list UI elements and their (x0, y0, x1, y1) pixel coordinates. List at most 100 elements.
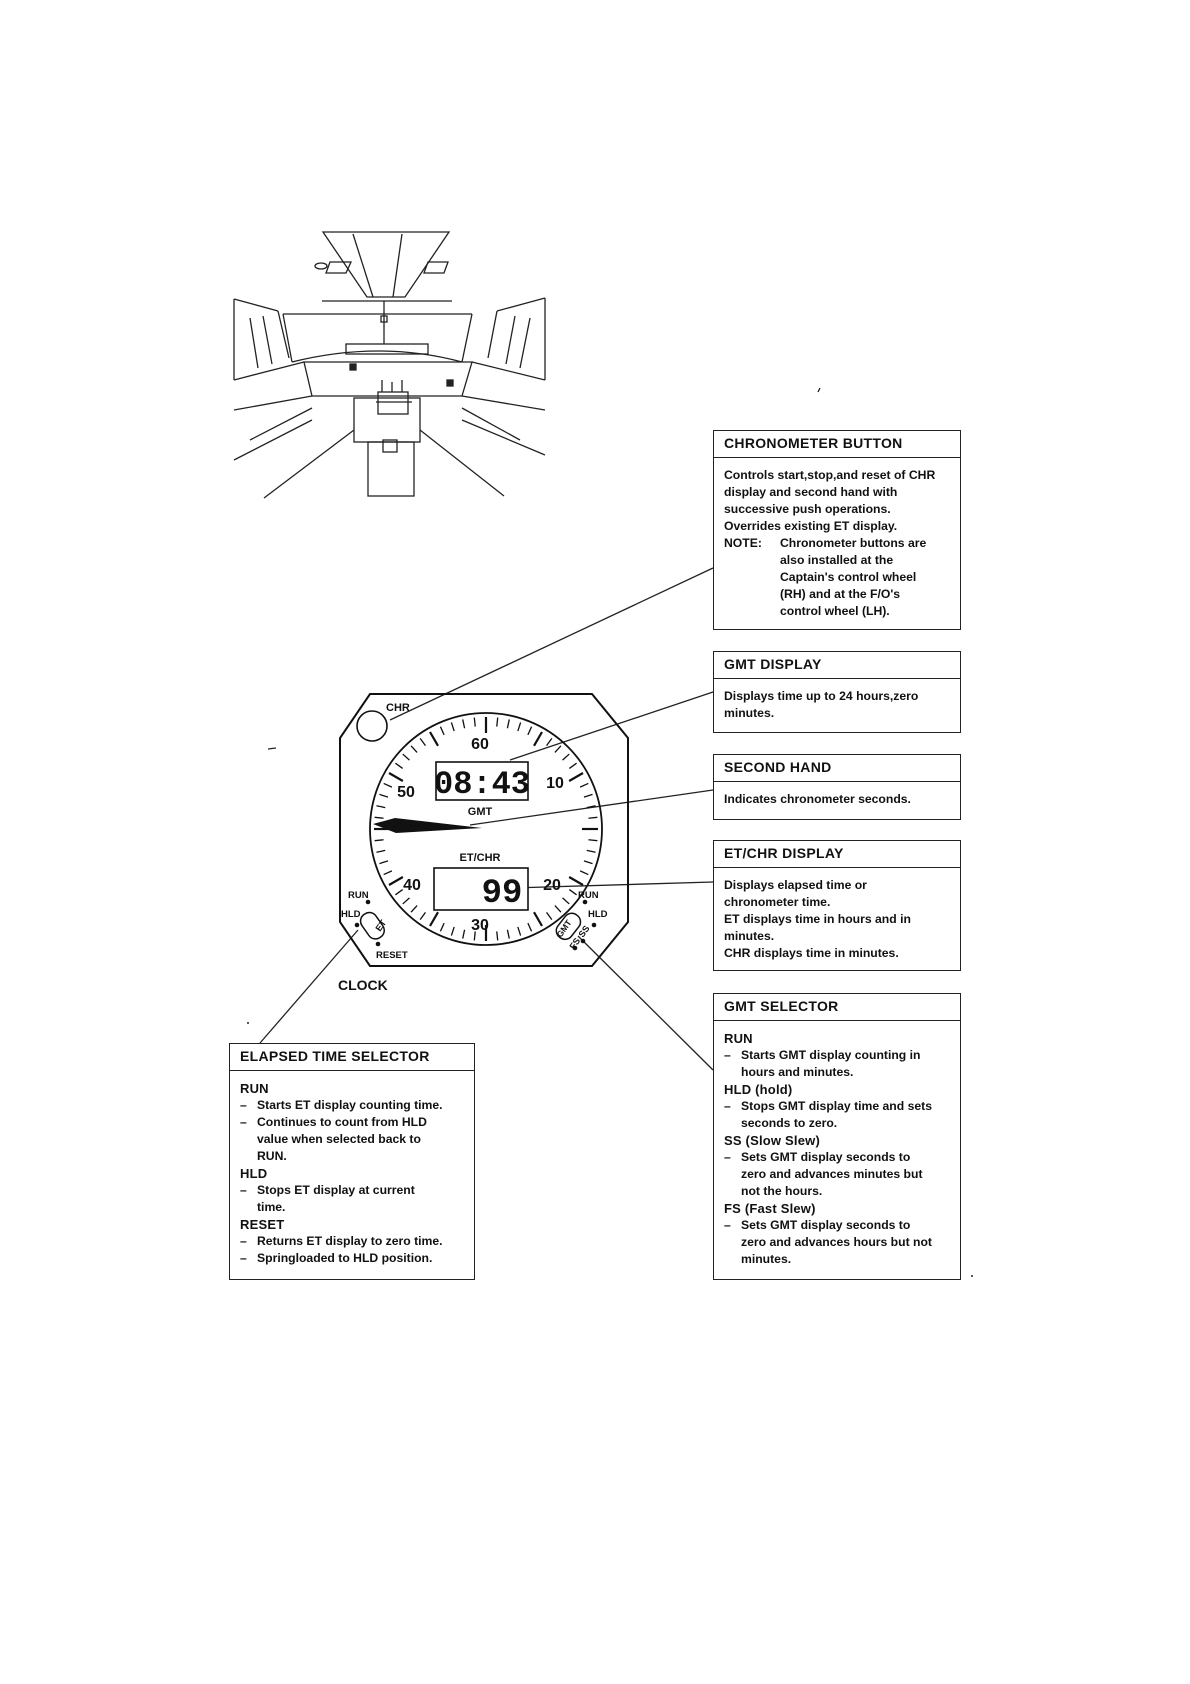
dial-minor-tick (588, 839, 598, 842)
note-line: also installed at the (780, 553, 894, 567)
leader-second-hand (469, 789, 714, 826)
callout-title: ELAPSED TIME SELECTOR (230, 1044, 474, 1071)
option-line: Springloaded to HLD position. (257, 1251, 433, 1265)
dial-minor-tick (395, 889, 404, 896)
gmt-label: GMT (468, 806, 493, 818)
leader-lines (259, 567, 714, 1071)
gmt-knob-run-label: RUN (578, 890, 599, 901)
callout-gmt-selector: GMT SELECTOR RUN – Starts GMT display co… (713, 993, 961, 1280)
dial-minor-tick (568, 889, 577, 896)
dial-minor-tick (439, 922, 445, 932)
dial-minor-tick (419, 738, 426, 747)
option-line: Continues to count from HLD (257, 1115, 427, 1129)
dial-major-tick (388, 876, 404, 886)
dial-minor-tick (554, 745, 562, 753)
callout-line: minutes. (724, 929, 775, 943)
et-knob-reset-label: RESET (376, 950, 408, 961)
dial-minor-tick (383, 870, 393, 876)
clock-bezel (339, 693, 629, 967)
second-hand (373, 818, 482, 833)
callout-line: Overrides existing ET display. (724, 519, 898, 533)
dial-minor-tick (527, 922, 533, 932)
gmt-display (435, 761, 529, 801)
clock-instrument: CHR 60 10 20 30 40 50 08:43 GMT ET/CHR 9… (338, 693, 629, 993)
dial-minor-tick (588, 816, 598, 819)
dial-minor-tick (410, 905, 418, 913)
dial-minor-tick (583, 860, 593, 865)
dial-minor-tick (379, 860, 389, 865)
dial-major-tick (429, 911, 439, 927)
option-reset: RESET (240, 1217, 285, 1232)
option-line: seconds to zero. (741, 1116, 838, 1130)
dial-minor-tick (568, 762, 577, 769)
option-line: hours and minutes. (741, 1065, 854, 1079)
cockpit-sketch (233, 231, 821, 499)
dial-minor-tick (546, 738, 553, 747)
leader-gmt-display (509, 691, 714, 761)
chr-button[interactable] (356, 710, 388, 742)
callout-title: ET/CHR DISPLAY (714, 841, 960, 868)
dial-minor-tick (527, 726, 533, 736)
dial-major-tick (388, 772, 404, 782)
note-line: control wheel (LH). (780, 604, 890, 618)
callout-line: display and second hand with (724, 485, 898, 499)
leader-elapsed-time-selector (259, 929, 359, 1044)
dial-minor-tick (462, 719, 466, 729)
et-chr-label: ET/CHR (460, 852, 501, 864)
dial-major-tick (533, 911, 543, 927)
option-line: Stops GMT display time and sets (741, 1099, 932, 1113)
dial-minor-tick (462, 929, 466, 939)
dial-minor-tick (419, 911, 426, 920)
dial-major-tick (429, 731, 439, 747)
et-chr-display (433, 867, 529, 911)
note-label: NOTE: (724, 536, 762, 550)
dial-minor-tick (473, 717, 476, 727)
option-hld: HLD (240, 1166, 268, 1181)
callout-title: GMT DISPLAY (714, 652, 960, 679)
dial-minor-tick (450, 722, 455, 732)
gmt-selector-knob[interactable]: GMT (553, 899, 597, 951)
dial-minor-tick (376, 805, 386, 809)
callout-line: successive push operations. (724, 502, 891, 516)
dial-minor-tick (554, 905, 562, 913)
option-line: Stops ET display at current (257, 1183, 415, 1197)
dial-minor-tick (473, 931, 476, 941)
dial-minor-tick (586, 805, 596, 809)
dial-minor-tick (586, 849, 596, 853)
et-knob-hld-label: HLD (341, 909, 361, 920)
dial-minor-tick (579, 782, 589, 788)
dial-number-60: 60 (471, 736, 489, 753)
dial-minor-tick (517, 722, 522, 732)
note-line: Chronometer buttons are (780, 536, 927, 550)
dial-major-tick (568, 876, 584, 886)
dial-minor-tick (546, 911, 553, 920)
et-chr-digits: 99 (482, 875, 523, 913)
clock-caption: CLOCK (338, 977, 388, 993)
dial-minor-tick (439, 726, 445, 736)
callout-line: minutes. (724, 706, 775, 720)
callout-line: CHR displays time in minutes. (724, 946, 899, 960)
leader-et-chr-display (511, 881, 714, 889)
dial-number-10: 10 (546, 775, 564, 792)
option-line: Starts ET display counting time. (257, 1098, 443, 1112)
dial-minor-tick (562, 753, 570, 761)
option-line: not the hours. (741, 1184, 823, 1198)
dial-number-30: 30 (471, 917, 489, 934)
callout-line: Indicates chronometer seconds. (724, 792, 911, 806)
dial-minor-tick (383, 782, 393, 788)
option-ss: SS (Slow Slew) (724, 1133, 820, 1148)
option-line: Sets GMT display seconds to (741, 1150, 911, 1164)
dial-minor-tick (410, 745, 418, 753)
dial-number-50: 50 (397, 784, 415, 801)
et-selector-knob[interactable]: ET (354, 899, 389, 947)
dial-number-20: 20 (543, 877, 561, 894)
callout-et-chr-display: ET/CHR DISPLAY Displays elapsed time or … (713, 840, 961, 971)
dial-number-40: 40 (403, 877, 421, 894)
et-knob-run-label: RUN (348, 890, 369, 901)
dial-minor-tick (450, 926, 455, 936)
dial-minor-tick (374, 839, 384, 842)
dial-minor-tick (562, 897, 570, 905)
gmt-digits: 08:43 (434, 766, 530, 803)
dial-major-tick (533, 731, 543, 747)
callout-line: ET displays time in hours and in (724, 912, 911, 926)
